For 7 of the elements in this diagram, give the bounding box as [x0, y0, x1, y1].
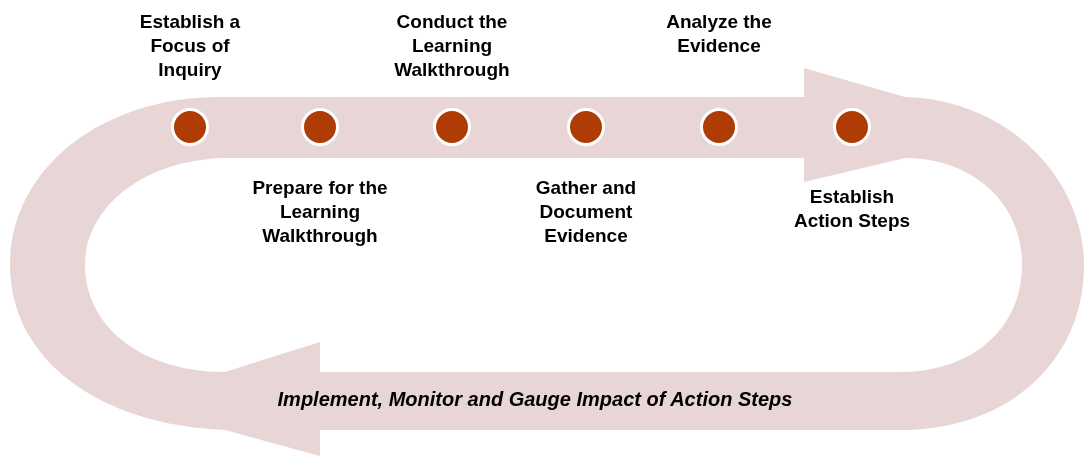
- step-label: Conduct the Learning Walkthrough: [393, 10, 511, 82]
- loop-caption: Implement, Monitor and Gauge Impact of Action Steps: [276, 387, 794, 412]
- step-label: Gather and Document Evidence: [534, 176, 638, 248]
- step-label: Establish a Focus of Inquiry: [138, 10, 242, 82]
- step-label: Prepare for the Learning Walkthrough: [251, 176, 389, 248]
- step-label: Analyze the Evidence: [665, 10, 773, 58]
- step-label: Establish Action Steps: [792, 185, 912, 233]
